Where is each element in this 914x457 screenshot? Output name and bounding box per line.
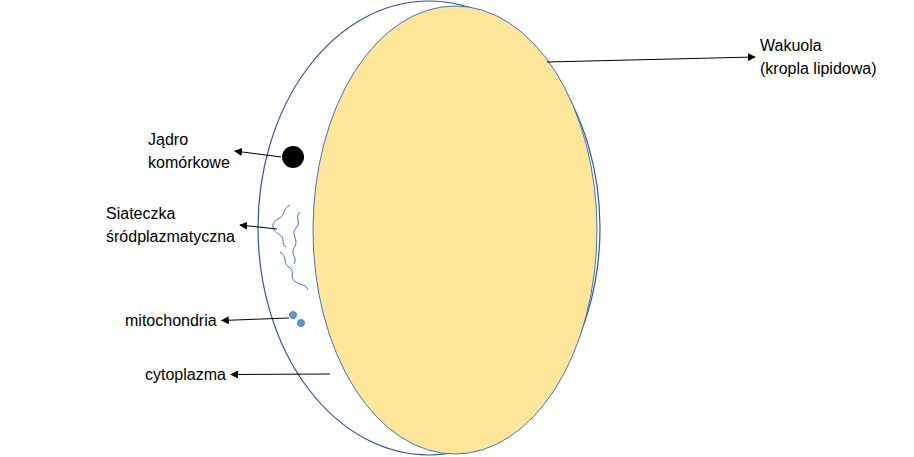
mitochondrion (298, 320, 305, 327)
cell-membrane (258, 1, 600, 455)
leader-line (240, 225, 277, 229)
er-membrane (273, 205, 290, 247)
er-membrane (280, 252, 308, 290)
part-label: Wakuola (760, 34, 822, 57)
nucleus (282, 146, 304, 168)
leader-line (235, 151, 281, 157)
er-membrane (293, 212, 300, 264)
part-label: Jądro komórkowe (148, 128, 253, 174)
lipid-droplet (313, 6, 597, 454)
part-label: Siateczka śródplazmatyczna (106, 202, 256, 248)
part-label: mitochondria (125, 309, 217, 332)
leader-line (231, 374, 330, 376)
part-label: (kropla lipidowa) (760, 57, 877, 80)
endoplasmic-reticulum (273, 205, 308, 290)
leader-lines (222, 57, 755, 375)
part-label: cytoplazma (145, 363, 226, 386)
leader-line (547, 57, 755, 62)
leader-line (222, 318, 289, 321)
mitochondrion (290, 312, 297, 319)
